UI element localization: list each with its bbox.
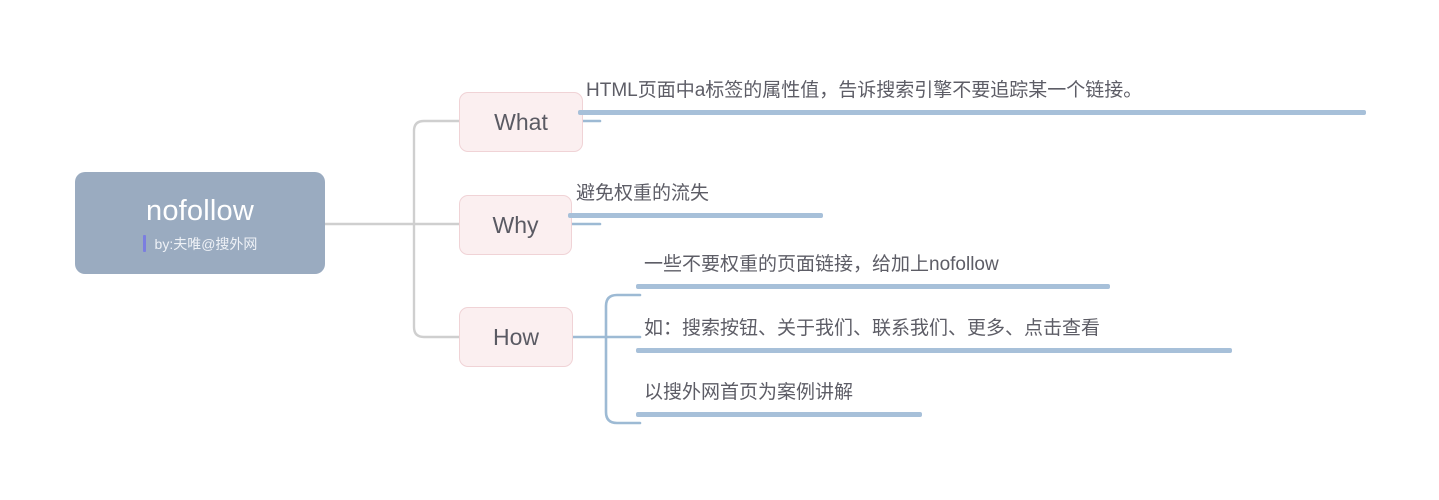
leaf-underline [578,110,1366,115]
leaf-underline [636,412,922,417]
branch-node-how[interactable]: How [459,307,573,367]
accent-bar-icon [142,235,146,252]
root-subtitle-wrap: by:夫唯@搜外网 [142,235,258,253]
branch-node-why[interactable]: Why [459,195,572,255]
leaf-item-how-3[interactable]: 以搜外网首页为案例讲解 [636,380,922,417]
leaf-underline [636,284,1110,289]
leaf-text: 避免权重的流失 [576,183,710,204]
root-node[interactable]: nofollow by:夫唯@搜外网 [75,172,325,274]
leaf-item-how-1[interactable]: 一些不要权重的页面链接，给加上nofollow [636,252,1110,289]
leaf-item-what-1[interactable]: HTML页面中a标签的属性值，告诉搜索引擎不要追踪某一个链接。 [578,78,1366,115]
leaf-text: 以搜外网首页为案例讲解 [644,382,854,403]
leaf-item-why-1[interactable]: 避免权重的流失 [568,181,823,218]
leaf-item-how-2[interactable]: 如：搜索按钮、关于我们、联系我们、更多、点击查看 [636,316,1232,353]
leaf-text: 一些不要权重的页面链接，给加上nofollow [644,254,999,275]
root-subtitle: by:夫唯@搜外网 [154,235,258,252]
connector-how-to-leaf-1 [604,293,642,339]
root-title: nofollow [146,194,254,227]
connector-root-to-what [412,119,461,226]
branch-node-what[interactable]: What [459,92,583,152]
connector-how-to-leaf-3 [604,335,642,425]
leaf-underline [636,348,1232,353]
leaf-underline [568,213,823,218]
leaf-text: 如：搜索按钮、关于我们、联系我们、更多、点击查看 [644,318,1101,339]
leaf-text: HTML页面中a标签的属性值，告诉搜索引擎不要追踪某一个链接。 [586,80,1143,101]
connector-root-to-how [412,222,461,339]
